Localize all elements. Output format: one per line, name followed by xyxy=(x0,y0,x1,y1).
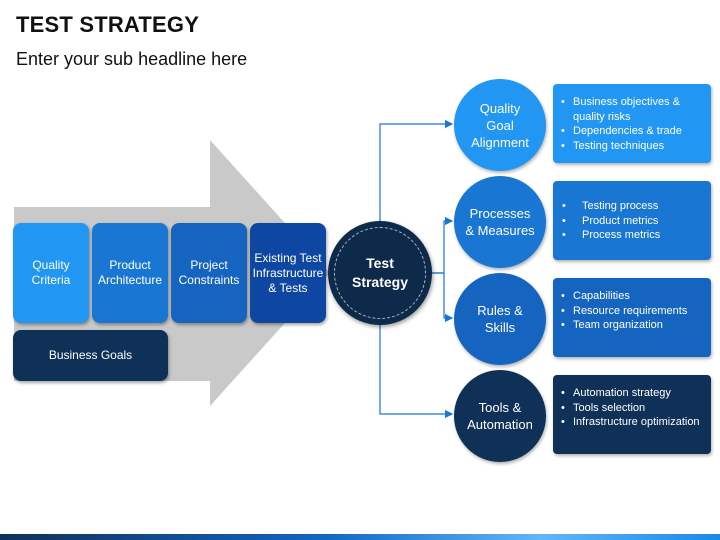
input-box-project-constraints: Project Constraints xyxy=(171,223,247,323)
input-box-existing-infrastructure: Existing Test Infrastructure & Tests xyxy=(250,223,326,323)
output-circle-tools-automation: Tools & Automation xyxy=(454,370,546,462)
center-label: Test Strategy xyxy=(351,255,409,290)
bullet-item: Testing techniques xyxy=(553,139,711,154)
connector-branch-rules xyxy=(443,273,454,323)
output-circle-processes: Processes & Measures xyxy=(454,176,546,268)
bullet-list: Testing process Product metrics Process … xyxy=(553,199,711,243)
test-strategy-circle: Test Strategy xyxy=(328,221,432,325)
bullet-list: Business objectives & quality risks Depe… xyxy=(553,95,711,153)
input-box-product-architecture: Product Architecture xyxy=(92,223,168,323)
business-goals-box: Business Goals xyxy=(13,330,168,381)
output-label: Tools & Automation xyxy=(467,400,533,432)
input-label: Quality Criteria xyxy=(31,258,71,287)
output-label: Quality Goal Alignment xyxy=(471,100,529,150)
output-circle-quality-goal: Quality Goal Alignment xyxy=(454,79,546,171)
bullet-item: Business objectives & quality risks xyxy=(553,95,711,124)
detail-box-quality-goal: Business objectives & quality risks Depe… xyxy=(553,84,711,163)
bullet-item: Product metrics xyxy=(553,214,711,229)
bullet-item: Process metrics xyxy=(553,228,711,243)
connector-branch-top xyxy=(379,119,454,221)
bullet-item: Tools selection xyxy=(553,401,711,416)
output-label: Rules & Skills xyxy=(477,303,523,335)
connector-lines xyxy=(379,119,454,419)
bullet-item: Testing process xyxy=(553,199,711,214)
business-goals-label: Business Goals xyxy=(48,348,133,362)
input-label: Existing Test Infrastructure & Tests xyxy=(252,250,324,295)
bullet-item: Team organization xyxy=(553,318,711,333)
connector-branch-processes xyxy=(432,216,454,274)
page-title: TEST STRATEGY xyxy=(16,12,200,37)
bullet-item: Dependencies & trade xyxy=(553,124,711,139)
connector-branch-bottom xyxy=(379,325,454,419)
input-label: Product Architecture xyxy=(97,258,163,287)
output-label: Processes & Measures xyxy=(465,206,535,238)
bullet-item: Automation strategy xyxy=(553,386,711,401)
bullet-item: Capabilities xyxy=(553,289,711,304)
bullet-item: Resource requirements xyxy=(553,304,711,319)
input-label: Project Constraints xyxy=(178,258,240,287)
detail-box-rules-skills: Capabilities Resource requirements Team … xyxy=(553,278,711,357)
bullet-list: Automation strategy Tools selection Infr… xyxy=(553,386,711,430)
center-dashed-ring xyxy=(334,227,426,319)
bullet-list: Capabilities Resource requirements Team … xyxy=(553,289,711,333)
bottom-accent-strip xyxy=(0,534,720,540)
page-subtitle: Enter your sub headline here xyxy=(16,49,248,69)
bullet-item: Infrastructure optimization xyxy=(553,415,711,430)
detail-box-tools-automation: Automation strategy Tools selection Infr… xyxy=(553,375,711,454)
detail-box-processes: Testing process Product metrics Process … xyxy=(553,181,711,260)
input-box-quality-criteria: Quality Criteria xyxy=(13,223,89,323)
output-circle-rules-skills: Rules & Skills xyxy=(454,273,546,365)
